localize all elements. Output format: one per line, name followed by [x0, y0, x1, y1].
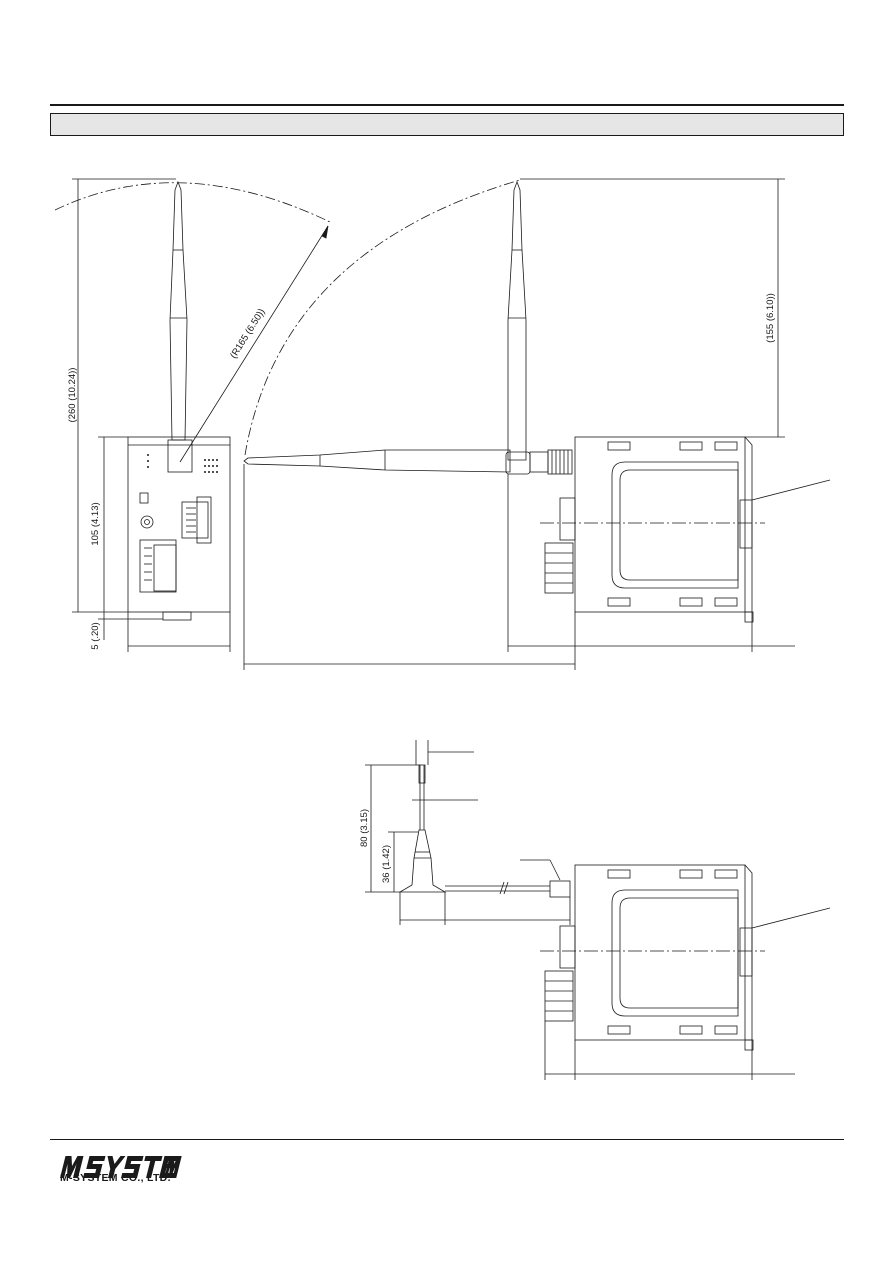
front-antenna — [169, 180, 188, 441]
magnet-antenna-base — [398, 829, 447, 893]
side-antenna-vertical — [507, 180, 527, 461]
front-housing — [127, 436, 231, 613]
dim-bottom-offset: 5 (.20) — [90, 622, 101, 649]
radius-line — [179, 225, 329, 463]
footer-rule — [50, 1139, 844, 1140]
dim-antenna-height: (155 (6.10)) — [765, 293, 776, 343]
dim-overall-height: (260 (10.24)) — [67, 368, 78, 423]
dim-body-height: 105 (4.13) — [90, 502, 101, 545]
magnet-side-housing — [574, 864, 746, 1041]
dim-radius: (R165 (6.50)) — [228, 307, 267, 361]
side-antenna-horizontal — [243, 449, 511, 473]
msystem-logo — [60, 1156, 182, 1178]
dim-magnet-base-height: 36 (1.42) — [381, 845, 392, 883]
swing-arc-mid — [244, 179, 521, 456]
swing-arc-left — [54, 182, 331, 223]
company-name: M-SYSTEM CO., LTD. — [60, 1172, 171, 1184]
section-title-bar — [50, 113, 844, 136]
side-housing — [574, 436, 746, 613]
dim-magnet-total-height: 80 (3.15) — [359, 809, 370, 847]
header-rule — [50, 104, 844, 106]
